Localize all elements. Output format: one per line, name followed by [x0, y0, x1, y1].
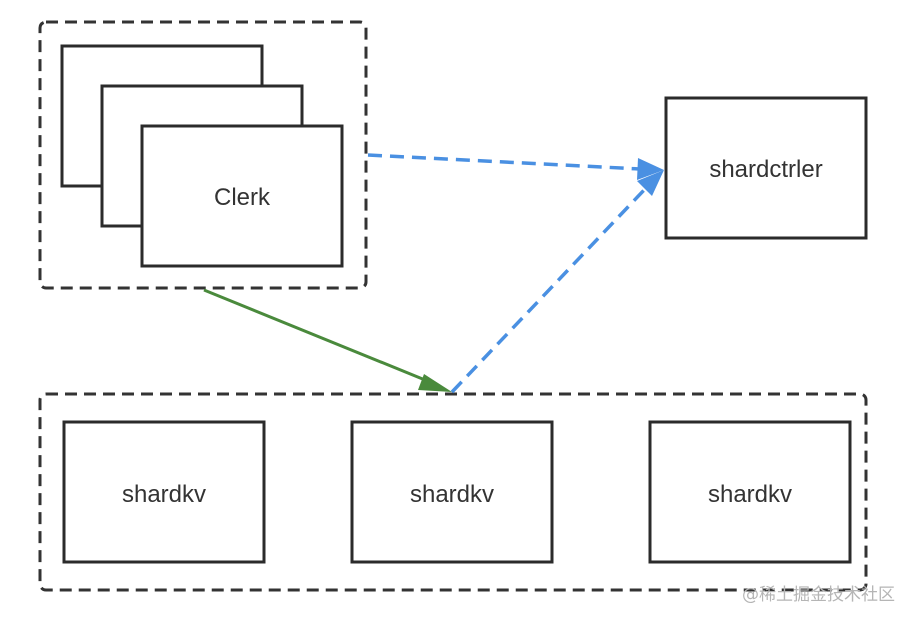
shardctrler-box [664, 96, 868, 240]
clerk-box-front [140, 124, 344, 268]
clerk-group-border [38, 20, 368, 290]
clerk-to-shardkv-arrow-line [203, 288, 431, 384]
shardkv-to-shardctrler-arrow-line [450, 186, 648, 394]
shardkv-label-1: shardkv [122, 481, 206, 508]
clerk-to-shardctrler-arrow-line [367, 153, 641, 171]
shardkv-box-2 [350, 420, 554, 564]
watermark-text: @稀土掘金技术社区 [742, 585, 895, 605]
clerk-to-shardkv-arrowhead [418, 374, 452, 392]
shardkv-to-shardctrler-arrowhead [637, 170, 664, 196]
shardkv-box-1 [62, 420, 266, 564]
clerk-to-shardctrler-arrowhead [637, 158, 664, 180]
shardkv-label-2: shardkv [410, 481, 494, 508]
shardctrler-label: shardctrler [709, 156, 822, 183]
shardkv-group-border [38, 392, 868, 592]
shardkv-box-3 [648, 420, 852, 564]
clerk-label: Clerk [214, 184, 271, 211]
shardkv-label-3: shardkv [708, 481, 792, 508]
